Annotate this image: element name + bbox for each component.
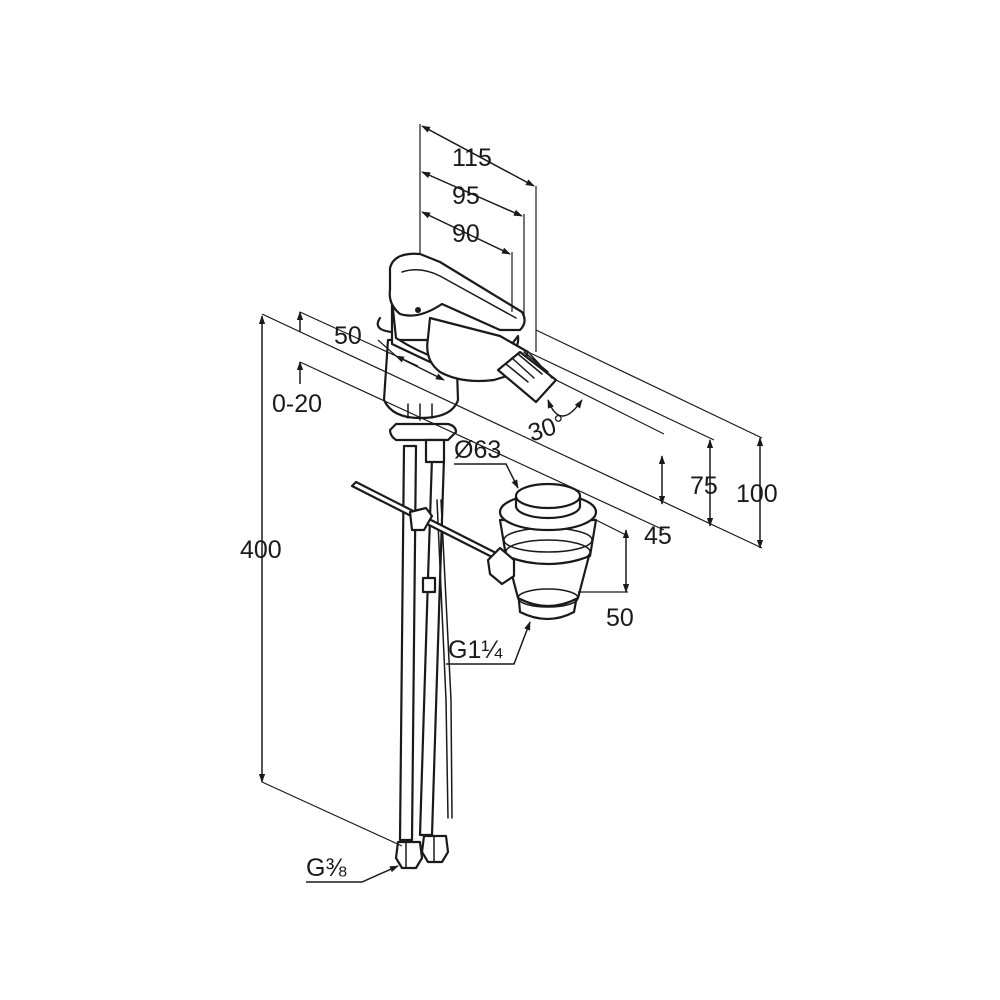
label-g3-8: G⅜ [306, 854, 346, 882]
label-0-20: 0-20 [272, 390, 322, 418]
label-400: 400 [240, 536, 282, 564]
label-50-waste: 50 [606, 604, 634, 632]
dim-line-50-top [395, 355, 445, 381]
label-50-top: 50 [334, 322, 362, 350]
waste-fitting [486, 482, 598, 621]
mounting-flange [388, 422, 458, 442]
label-30deg: 30° [525, 409, 570, 447]
label-45: 45 [644, 522, 672, 550]
label-95: 95 [452, 182, 480, 210]
aerator-knob [376, 316, 394, 334]
leader-g3-8 [306, 865, 399, 883]
label-d63: Ø63 [454, 436, 501, 464]
dim-arc-30deg [547, 399, 583, 417]
lever-handle [388, 252, 526, 332]
rod-clamp [408, 506, 434, 532]
label-90: 90 [452, 220, 480, 248]
label-75: 75 [690, 472, 718, 500]
hose-nuts [394, 834, 450, 870]
handle-pivot [415, 307, 421, 313]
label-g1-1-4: G1¼ [448, 636, 503, 664]
leader-g1-1-4 [446, 621, 531, 665]
label-115: 115 [452, 144, 492, 172]
dim-line-95 [421, 171, 523, 217]
label-100: 100 [736, 480, 778, 508]
mounting-shank [424, 438, 446, 464]
dimension-lines [258, 124, 764, 883]
hose-clip [421, 576, 437, 594]
leader-d63 [454, 463, 519, 489]
dim-line-90 [421, 211, 511, 255]
waste-side-connector [486, 546, 516, 586]
dimension-labels: 115 95 90 50 0-20 400 30° Ø63 100 75 45 … [240, 144, 778, 882]
supply-hoses [398, 444, 453, 842]
pop-up-rod [350, 480, 504, 562]
